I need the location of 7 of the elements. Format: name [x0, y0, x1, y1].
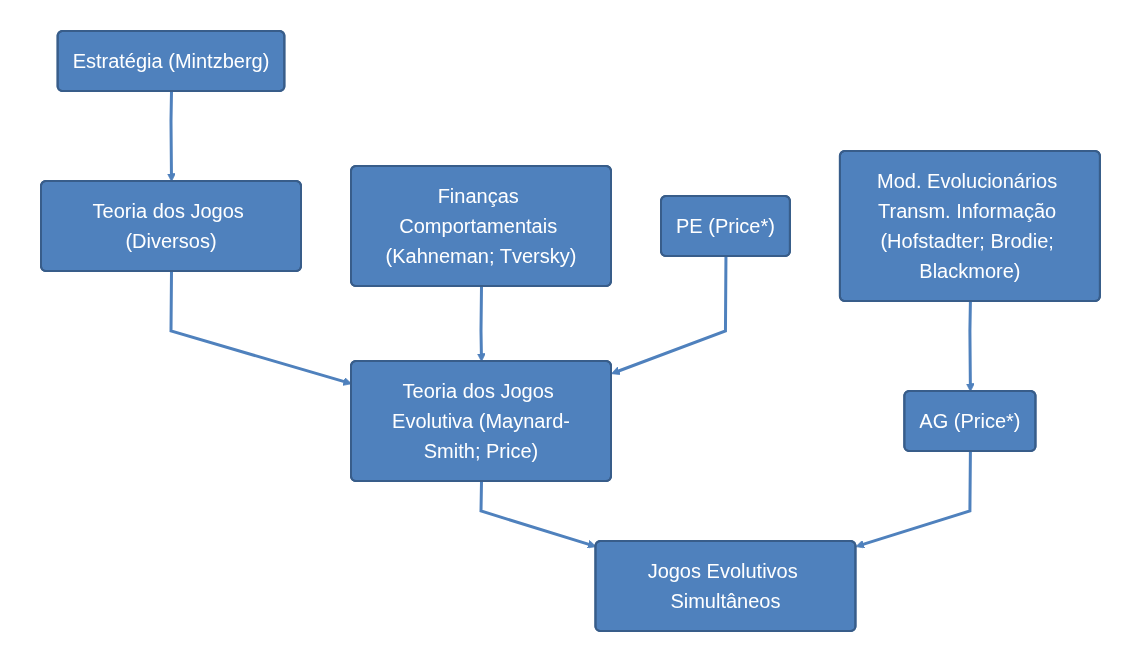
arrow [477, 286, 486, 362]
arrow [855, 451, 972, 549]
arrow [479, 481, 597, 549]
arrow [169, 271, 352, 386]
arrow [966, 301, 975, 392]
arrow [167, 91, 176, 182]
arrow [611, 256, 728, 375]
